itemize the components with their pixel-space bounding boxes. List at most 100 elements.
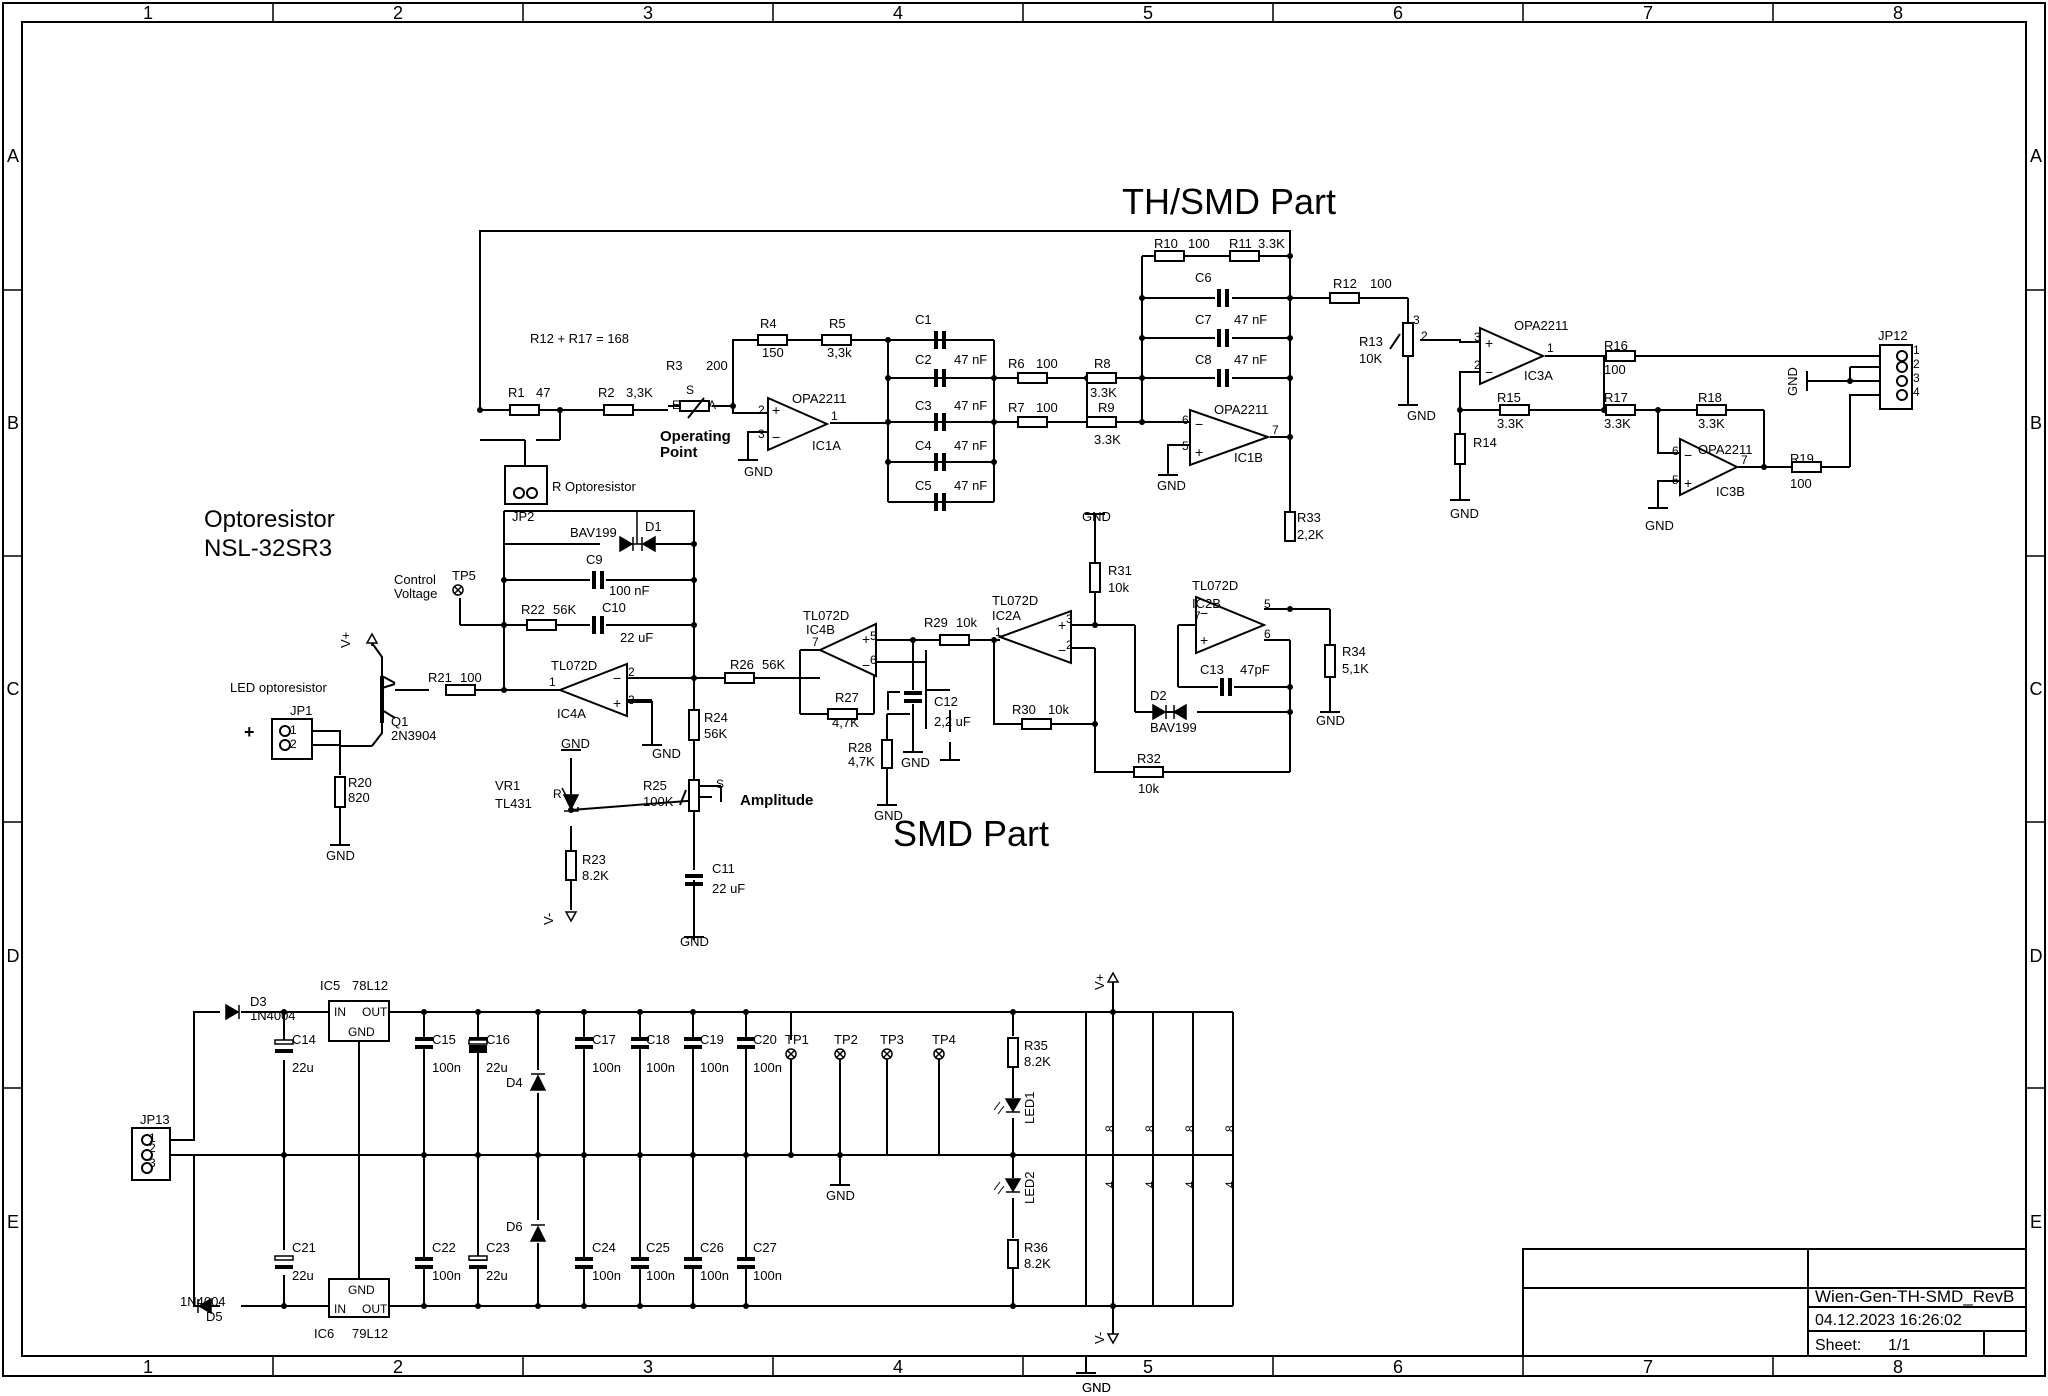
resistor-r12	[1329, 292, 1360, 304]
svg-text:2: 2	[1913, 357, 1920, 371]
resistor-r15	[1499, 404, 1530, 416]
value-ic5: 78L12	[352, 978, 388, 993]
resistor-r36	[1007, 1239, 1019, 1269]
label-r16: R16	[1604, 338, 1628, 353]
value-r30: 10k	[1048, 702, 1069, 717]
label-c16: C16	[486, 1032, 510, 1047]
label-c20: C20	[753, 1032, 777, 1047]
svg-text:GND: GND	[348, 1283, 375, 1297]
opamp-ic1b	[1189, 408, 1272, 467]
value-c26: 100n	[700, 1268, 729, 1283]
label-c11: C11	[712, 861, 735, 876]
transistor-q1	[380, 676, 396, 723]
diode-d2a	[1152, 703, 1167, 721]
resistor-r33	[1284, 511, 1296, 542]
value-d1: BAV199	[570, 525, 617, 540]
col-label: 1	[143, 3, 153, 23]
value-r36: 8.2K	[1024, 1256, 1051, 1271]
supply-label: V-	[541, 913, 556, 925]
value-ic3a: OPA2211	[1514, 318, 1568, 333]
col-label: 7	[1643, 3, 1653, 23]
resistor-r7	[1017, 416, 1048, 428]
resistor-r22	[526, 619, 557, 631]
label-c15: C15	[432, 1032, 456, 1047]
electrolytic-capacitors	[274, 1039, 488, 1269]
label-r18: R18	[1698, 390, 1722, 405]
value-r29: 10k	[956, 615, 977, 630]
connector-jp2	[504, 465, 548, 505]
label-vr1: VR1	[495, 778, 520, 793]
label-tp2: TP2	[834, 1032, 858, 1047]
label-jp12: JP12	[1878, 328, 1908, 343]
label-r31: R31	[1108, 563, 1132, 578]
connectors	[131, 344, 1913, 1181]
svg-text:3: 3	[628, 693, 635, 707]
label-r34: R34	[1342, 644, 1366, 659]
label-r21: R21	[428, 670, 452, 685]
pin-label: E	[672, 398, 680, 412]
label-r8: R8	[1094, 356, 1111, 371]
label-r4: R4	[760, 316, 777, 331]
label-c17: C17	[592, 1032, 616, 1047]
supply-label: V-	[1092, 1332, 1107, 1344]
svg-text:−: −	[1195, 416, 1203, 432]
value-c17: 100n	[592, 1060, 621, 1075]
value-c5: 47 nF	[954, 478, 987, 493]
value-c20: 100n	[753, 1060, 782, 1075]
potentiometer-r13	[1402, 322, 1414, 357]
opamp-signs: +− −+ +− −+ −+ +− +− −+	[613, 335, 1692, 711]
resistor-r29	[939, 634, 970, 646]
label-r36: R36	[1024, 1240, 1048, 1255]
label-r24: R24	[704, 710, 728, 725]
label-r32: R32	[1137, 751, 1161, 766]
diode-d1b	[641, 535, 656, 553]
col-label: 5	[1143, 3, 1153, 23]
svg-text:−: −	[772, 429, 780, 445]
opamp-ic4b	[817, 622, 877, 678]
svg-text:2: 2	[149, 1141, 156, 1155]
label-c2: C2	[915, 352, 932, 367]
resistor-r21	[445, 684, 476, 696]
supply-label: V+	[1092, 974, 1107, 990]
gnd-label: GND	[901, 755, 930, 770]
label-c1: C1	[915, 312, 932, 327]
gnd-label: GND	[744, 464, 773, 479]
value-r15: 3.3K	[1497, 416, 1524, 431]
label-led2: LED2	[1022, 1171, 1037, 1204]
svg-text:1: 1	[1913, 343, 1920, 357]
svg-text:+: +	[1485, 335, 1493, 351]
label-r9: R9	[1098, 400, 1115, 415]
supply-label: V+	[338, 632, 353, 648]
regulator-ic6	[328, 1278, 390, 1318]
col-label: 7	[1643, 1357, 1653, 1377]
value-ic4b: TL072D	[803, 608, 849, 623]
value-r4: 150	[762, 345, 784, 360]
resistor-r28	[881, 739, 893, 769]
col-label: 8	[1893, 3, 1903, 23]
resistors	[334, 250, 1822, 1269]
resistor-r26	[724, 672, 755, 684]
label-ic4b: IC4B	[806, 622, 835, 637]
svg-text:1: 1	[549, 675, 556, 689]
label-r19: R19	[1790, 451, 1814, 466]
title-block-sheet-label: Sheet:	[1815, 1337, 1861, 1354]
value-ic2a: TL072D	[992, 593, 1038, 608]
value-c25: 100n	[646, 1268, 675, 1283]
value-r31: 10k	[1108, 580, 1129, 595]
label-r33: R33	[1297, 510, 1321, 525]
note-operating-point: Operating	[660, 428, 731, 445]
gnd-label: GND	[1157, 478, 1186, 493]
resistor-r20	[334, 776, 346, 808]
label-r28: R28	[848, 740, 872, 755]
value-r7: 100	[1036, 400, 1058, 415]
label-r23: R23	[582, 852, 606, 867]
component-labels: R12 + R17 = 168 Operating Point Amplitud…	[140, 236, 1908, 1395]
label-r1: R1	[508, 385, 525, 400]
resistor-r18	[1696, 404, 1727, 416]
resistor-r10	[1154, 250, 1185, 262]
svg-text:−: −	[1684, 447, 1692, 463]
svg-text:6: 6	[1264, 627, 1271, 641]
value-r5: 3,3k	[827, 345, 852, 360]
value-r16: 100	[1604, 362, 1626, 377]
value-r25: 100K	[643, 794, 674, 809]
